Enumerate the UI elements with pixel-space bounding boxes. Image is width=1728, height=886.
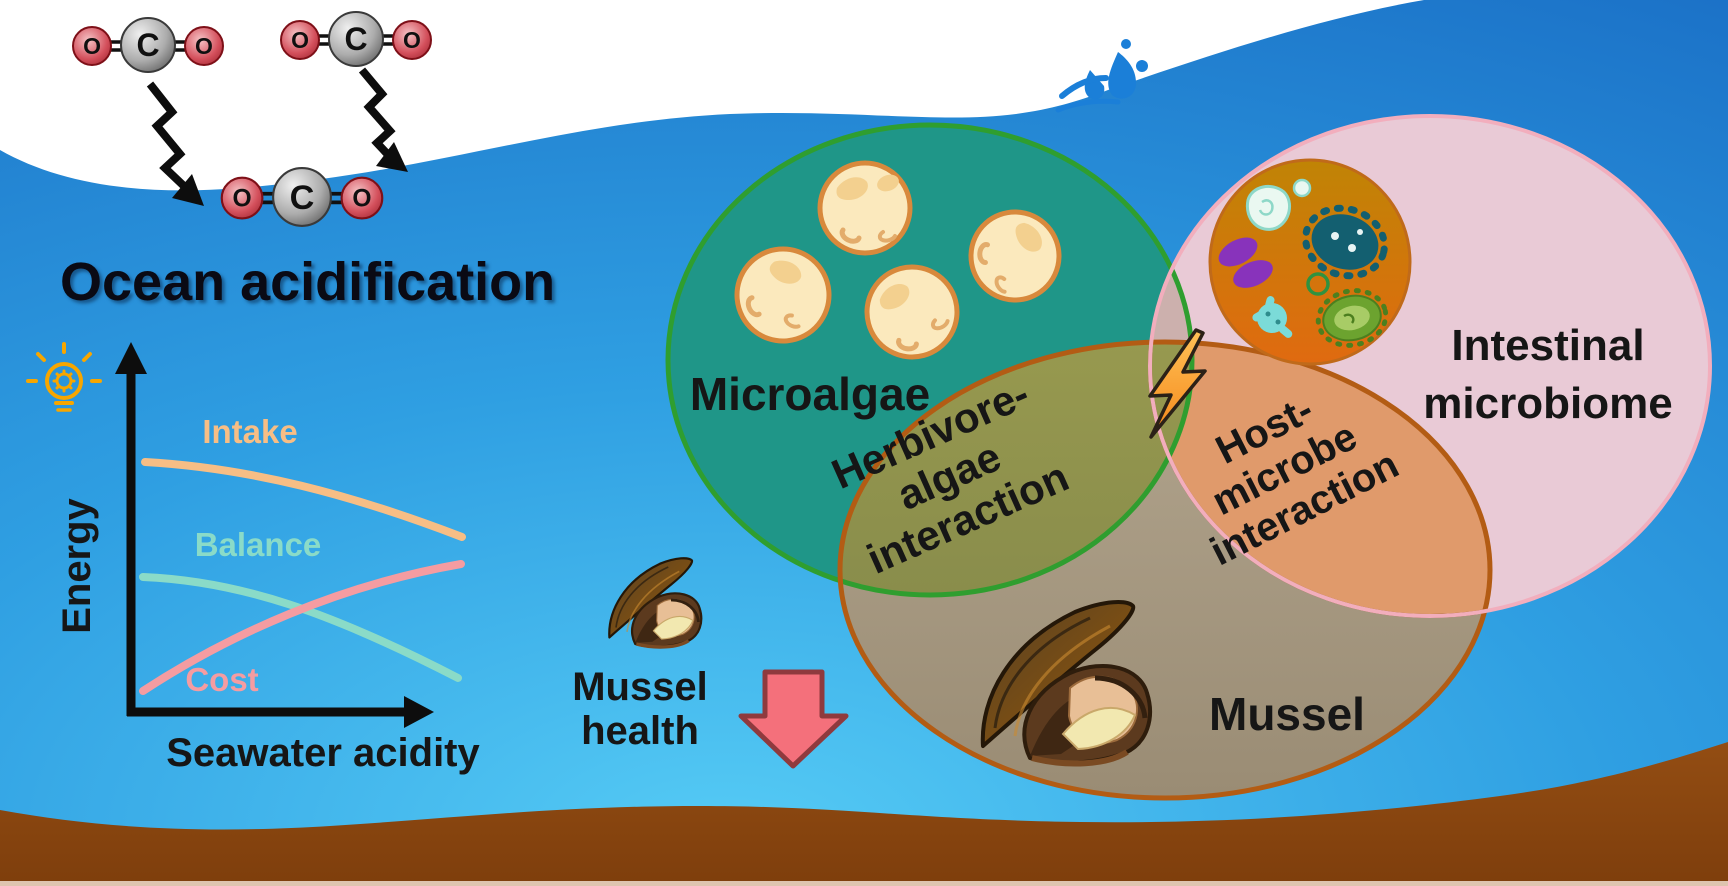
y-axis-label: Energy xyxy=(55,497,99,633)
carbon-atom xyxy=(272,167,332,227)
carbon-atom xyxy=(120,17,176,73)
intestinal-label-line1: Intestinal xyxy=(1451,321,1644,370)
cost-label: Cost xyxy=(185,661,258,698)
oxygen-atom xyxy=(340,176,384,220)
microbe-cyan-icon xyxy=(1252,296,1293,338)
balance-curve xyxy=(139,573,462,682)
host-microbe-label: Host- microbe interaction xyxy=(1203,387,1405,574)
oxygen-atom xyxy=(184,26,224,66)
co2-molecule-dissolved: O C O xyxy=(220,167,384,227)
svg-text:O: O xyxy=(291,27,309,53)
svg-text:O: O xyxy=(83,33,101,59)
svg-text:C: C xyxy=(290,179,315,217)
carbon-atom xyxy=(328,11,384,67)
zigzag-arrow-icon xyxy=(358,67,408,172)
mussel-health-line2: health xyxy=(581,709,699,753)
venn-diagram: Microalgae Intestinal microbiome Mussel … xyxy=(665,114,1712,801)
figure-title: Ocean acidification xyxy=(60,252,555,312)
svg-text:O: O xyxy=(195,33,213,59)
svg-text:C: C xyxy=(344,21,367,57)
red-down-arrow-icon xyxy=(738,669,849,769)
svg-text:O: O xyxy=(233,186,252,213)
microbe-cluster xyxy=(1208,158,1412,366)
algae-cell xyxy=(968,209,1062,303)
x-axis-arrowhead xyxy=(404,696,434,728)
energy-chart: Intake Balance Cost Energy Seawater acid… xyxy=(55,342,481,775)
lightning-bolt-icon xyxy=(1148,328,1207,439)
sediment-floor xyxy=(0,742,1728,886)
algae-cell xyxy=(734,246,832,344)
svg-text:O: O xyxy=(352,186,371,213)
oxygen-atom xyxy=(72,26,112,66)
balance-label: Balance xyxy=(195,526,322,563)
algae-cells xyxy=(734,160,1062,360)
amoeba-microbe-icon xyxy=(1245,178,1312,231)
svg-text:O: O xyxy=(403,27,421,53)
intake-curve xyxy=(141,458,466,541)
bacterium-teal-icon xyxy=(1302,204,1388,280)
cost-curve xyxy=(139,560,465,695)
microalgae-label: Microalgae xyxy=(690,368,930,420)
x-axis-label: Seawater acidity xyxy=(166,731,480,775)
co2-molecule-1: O C O xyxy=(72,17,224,73)
y-axis-arrowhead xyxy=(115,342,147,374)
zigzag-arrow-icon xyxy=(146,81,204,206)
mussel-label: Mussel xyxy=(1209,688,1365,740)
oxygen-atom xyxy=(392,20,432,60)
microbe-green-icon xyxy=(1315,288,1389,348)
intestinal-label-line2: microbiome xyxy=(1423,379,1672,428)
microbe-ring-icon xyxy=(1306,272,1330,296)
oxygen-atom xyxy=(280,20,320,60)
svg-text:C: C xyxy=(136,27,159,63)
intake-label: Intake xyxy=(202,413,297,450)
water-splash-icon xyxy=(1055,39,1148,113)
bacterium-purple-icon xyxy=(1218,237,1273,288)
co2-molecule-2: O C O xyxy=(280,11,432,67)
lightbulb-gear-icon xyxy=(26,342,102,412)
algae-cell xyxy=(817,160,913,256)
algae-cell xyxy=(864,264,960,360)
figure-bottom-border xyxy=(0,881,1728,886)
mussel-health-line1: Mussel xyxy=(572,665,708,709)
oxygen-atom xyxy=(220,176,264,220)
